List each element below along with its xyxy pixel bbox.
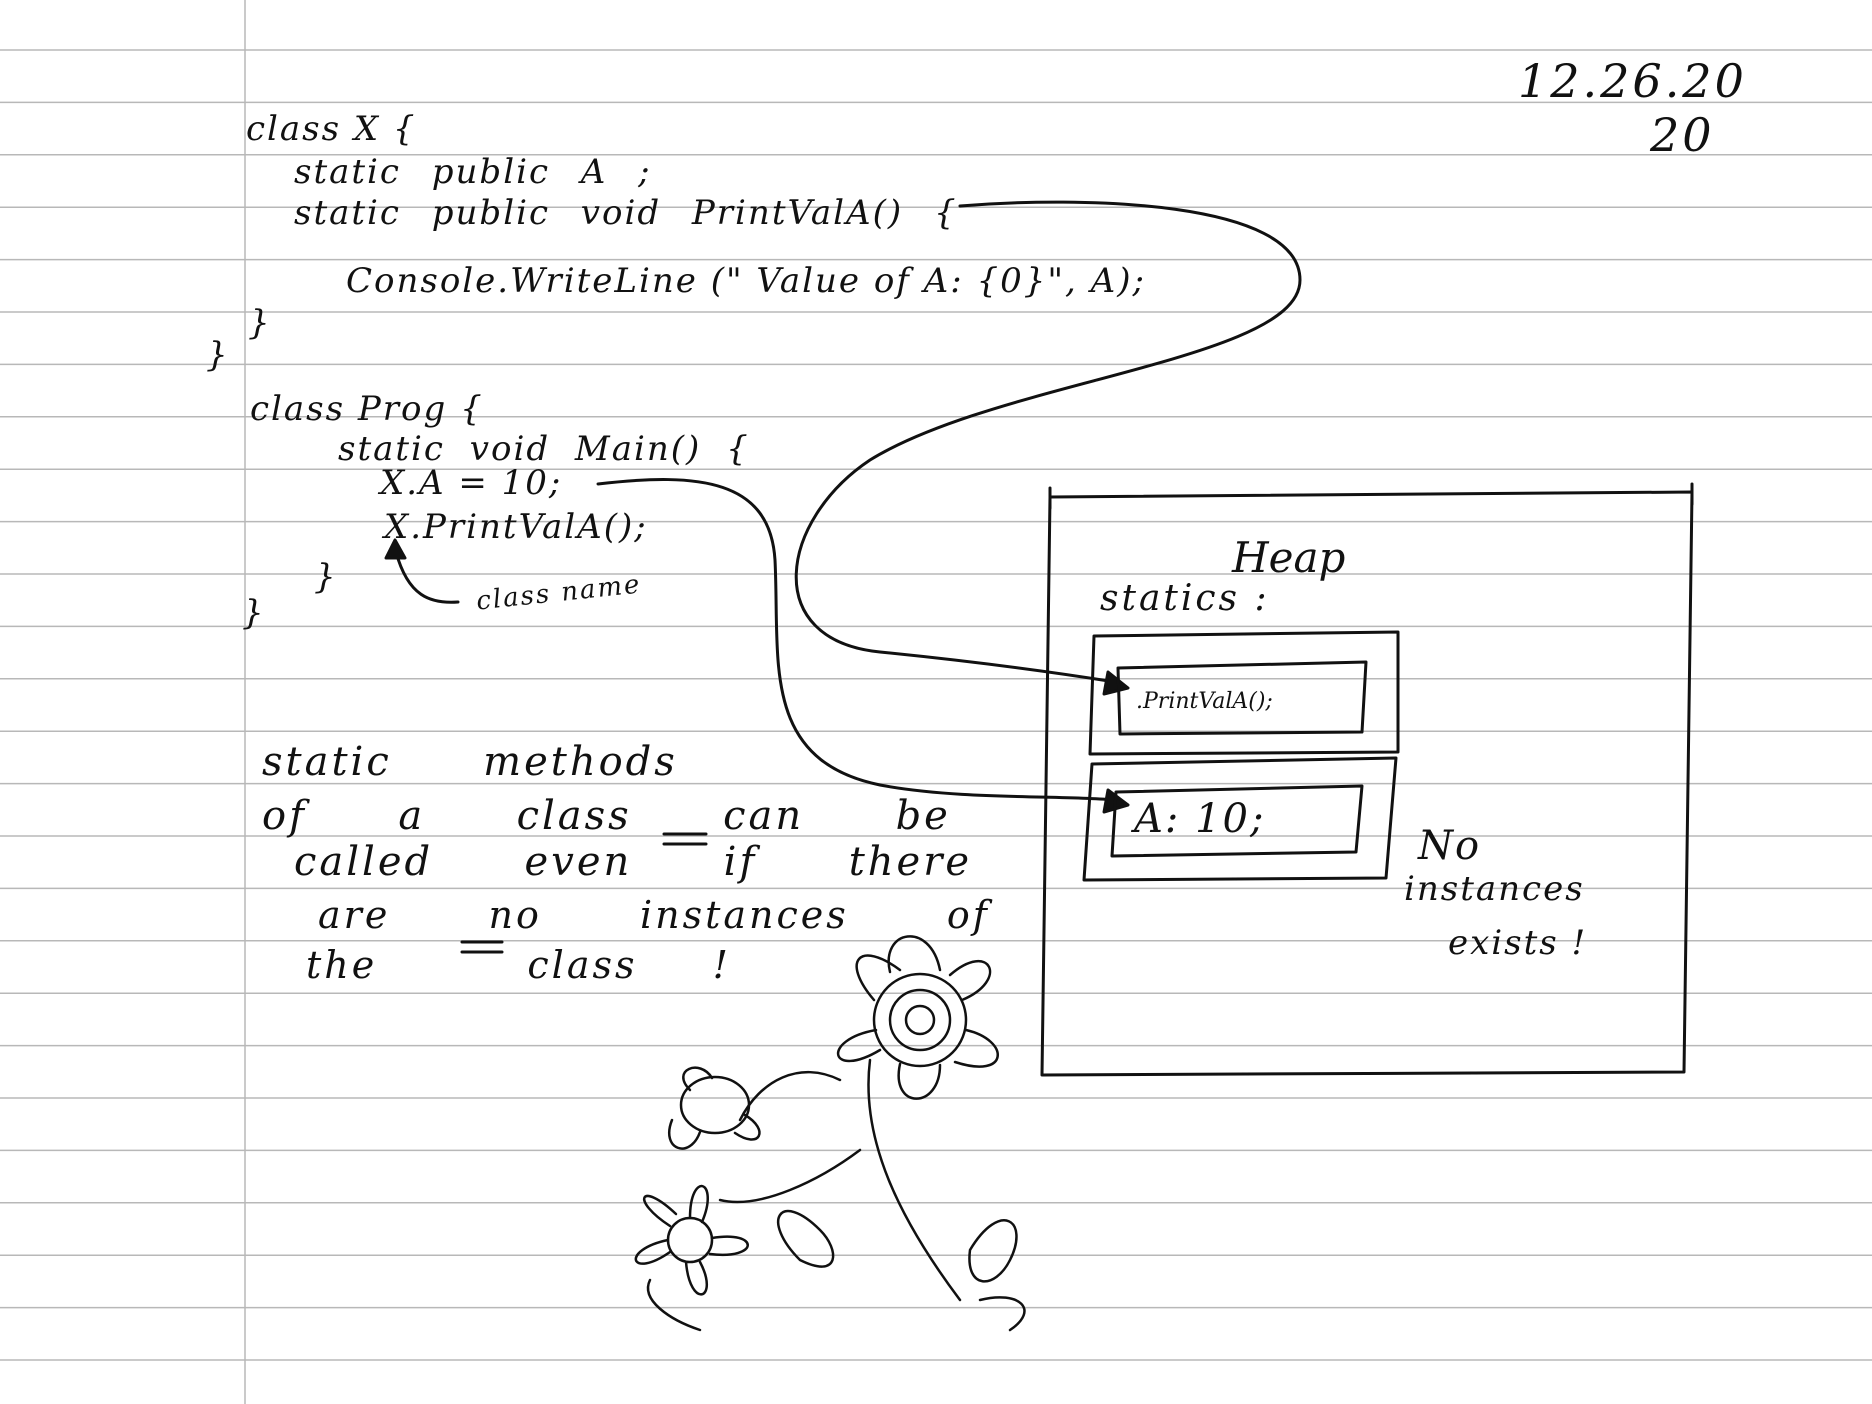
note-static-methods: of a class can be [262, 793, 951, 839]
code-line: Console.WriteLine (" Value of A: {0}", A… [346, 261, 1146, 301]
note-static-methods: called even if there [294, 839, 973, 885]
heap-slot-method-outer [1088, 630, 1400, 756]
code-line: static public void PrintValA() { [294, 193, 958, 233]
arrow-printvala-to-heap [794, 200, 1302, 684]
note-no-instances: exists ! [1448, 923, 1588, 963]
flower-drawing [634, 935, 1026, 1332]
code-line: } [314, 557, 338, 597]
ink-drawings [384, 200, 1694, 1077]
arrow-assign-to-heap [596, 478, 1117, 802]
heap-field-slot: A: 10; [1130, 796, 1265, 842]
code-line: X.PrintValA(); [384, 507, 648, 547]
ruled-lines [0, 49, 1872, 1361]
code-line: class Prog { [250, 389, 484, 429]
code-line: } [206, 335, 230, 375]
date-sub: 20 [1650, 108, 1715, 162]
arrow-class-name [394, 550, 460, 604]
note-no-instances: instances [1404, 869, 1585, 909]
note-static-methods: are no instances of [318, 893, 990, 937]
code-line: } [248, 303, 272, 343]
code-line: } [242, 593, 266, 633]
note-no-instances: No [1418, 823, 1482, 869]
heap-statics-label: statics : [1100, 578, 1270, 619]
code-line: class X { [246, 109, 417, 149]
date: 12.26.20 [1518, 54, 1747, 108]
arrow-head-class-name [384, 538, 407, 560]
code-line: X.A = 10; [380, 463, 563, 503]
code-line: static public A ; [294, 152, 652, 192]
heap-slot-field-inner [1110, 784, 1364, 858]
note-static-methods: the class ! [306, 943, 731, 987]
heap-title: Heap [1231, 533, 1345, 582]
arrow-head-method [1102, 670, 1130, 696]
heap-slot-field-outer [1082, 756, 1398, 882]
heap-method-slot: .PrintValA(); [1136, 689, 1273, 714]
heap-box [1040, 490, 1694, 1077]
heap-slot-method-inner [1116, 660, 1368, 736]
code-line: static void Main() { [338, 429, 750, 469]
note-static-methods: static methods [262, 739, 678, 785]
